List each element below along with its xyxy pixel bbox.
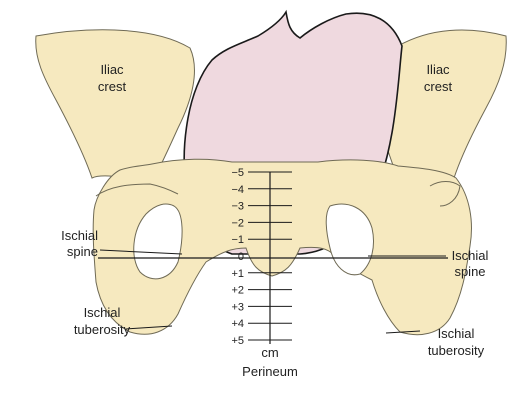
ischial-spine-left-leader xyxy=(99,249,183,255)
station-tick-label: +1 xyxy=(231,268,244,280)
unit-label: cm xyxy=(261,345,278,360)
pelvic-girdle xyxy=(92,158,472,336)
station-tick-label: +3 xyxy=(231,301,244,313)
perineum-label: Perineum xyxy=(242,364,298,379)
left-obturator-foramen xyxy=(133,203,183,280)
right-sacral-ala xyxy=(429,181,461,207)
iliac-crest-left-line1: Iliac xyxy=(100,62,124,77)
ischial-tuberosity-right-line1: Ischial xyxy=(438,326,475,341)
iliac-crest-right-line1: Iliac xyxy=(426,62,450,77)
ischial-spine-right-line2: spine xyxy=(454,264,485,279)
iliac-crest-right-line2: crest xyxy=(424,79,453,94)
station-tick-label: 0 xyxy=(238,251,244,263)
station-tick-label: +4 xyxy=(231,318,244,330)
ischial-tuberosity-left-leader xyxy=(125,325,173,330)
ischial-tuberosity-left-line1: Ischial xyxy=(84,305,121,320)
station-tick-label: +5 xyxy=(231,335,244,347)
station-tick-label: +2 xyxy=(231,285,244,297)
ischial-tuberosity-left-line2: tuberosity xyxy=(74,322,131,337)
ischial-tuberosity-right-line2: tuberosity xyxy=(428,343,485,358)
left-iliac-wing xyxy=(35,29,195,183)
ischial-tuberosity-right-leader xyxy=(385,330,421,334)
ischial-spine-right-line1: Ischial xyxy=(452,248,489,263)
ischial-spine-left-line2: spine xyxy=(67,244,98,259)
ischial-spine-left-line1: Ischial xyxy=(61,228,98,243)
right-obturator-foramen xyxy=(325,203,374,276)
left-sacral-ala xyxy=(95,183,179,197)
station-tick-group: −5 −4 −3 −2 −1 0 +1 +2 +3 +4 +5 xyxy=(231,167,292,347)
station-tick-label: −2 xyxy=(231,217,244,229)
station-tick-label: −4 xyxy=(231,184,244,196)
station-tick-label: −3 xyxy=(231,201,244,213)
station-tick-label: −1 xyxy=(231,234,244,246)
station-tick-label: −5 xyxy=(231,167,244,179)
iliac-crest-left-line2: crest xyxy=(98,79,127,94)
